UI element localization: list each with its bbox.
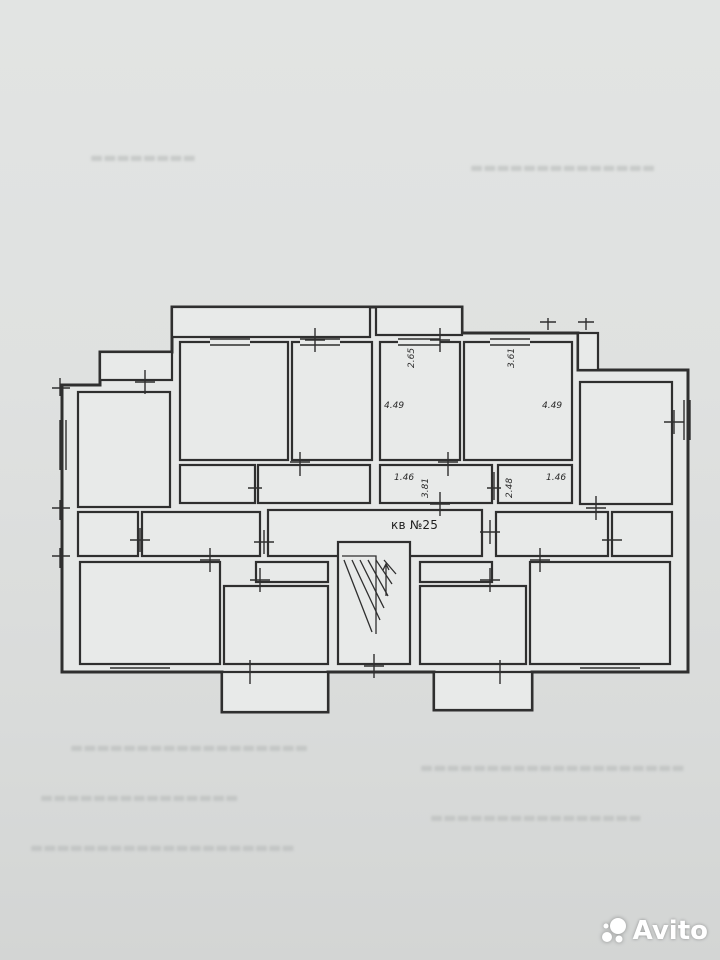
background-bleed-text: ▬▬▬▬▬▬▬▬▬▬▬▬▬▬▬▬▬▬: [70, 740, 309, 756]
background-bleed-text: ▬▬▬▬▬▬▬▬▬▬▬▬▬▬: [470, 160, 656, 176]
room: [256, 463, 372, 505]
openings: [52, 318, 691, 684]
balcony: [576, 331, 600, 372]
background-bleed-text: ▬▬▬▬▬▬▬▬: [90, 150, 196, 166]
room: [254, 560, 330, 584]
loggia: [220, 670, 330, 714]
room: [78, 560, 222, 666]
stairwell: [336, 540, 412, 666]
background-bleed-text: ▬▬▬▬▬▬▬▬▬▬▬▬▬▬▬▬: [430, 810, 642, 826]
room: [178, 340, 290, 462]
loggia: [374, 305, 464, 337]
room: [76, 510, 140, 558]
room: [178, 463, 257, 505]
watermark-text: Avito: [632, 916, 708, 946]
room: [76, 390, 172, 509]
dimension-label: 4.49: [542, 401, 563, 411]
background-bleed-text: ▬▬▬▬▬▬▬▬▬▬▬▬▬▬▬▬▬▬▬▬: [420, 760, 685, 776]
avito-watermark: Avito: [599, 916, 708, 946]
dimension-label: 1.46: [546, 473, 567, 483]
dimension-label: 3.61: [507, 347, 517, 368]
avito-dots-icon: [601, 918, 626, 943]
room: [378, 463, 494, 505]
room: [610, 510, 674, 558]
room: [140, 510, 262, 558]
room: [222, 584, 330, 666]
room: [418, 584, 528, 666]
loggia: [432, 670, 534, 712]
stair-steps: [342, 555, 397, 634]
dimension-label: 4.49: [384, 401, 405, 411]
room: [578, 380, 674, 506]
dimension-label: 1.46: [394, 473, 415, 483]
dimension-label: 2.48: [505, 477, 515, 498]
room: [290, 340, 374, 462]
room: [462, 340, 574, 462]
room: [496, 463, 574, 505]
room: [494, 510, 610, 558]
balcony: [98, 350, 174, 382]
room: [418, 560, 494, 584]
background-bleed-text: ▬▬▬▬▬▬▬▬▬▬▬▬▬▬▬▬▬▬▬▬: [30, 840, 295, 856]
background-bleed-text: ▬▬▬▬▬▬▬▬▬▬▬▬▬▬▬: [40, 790, 239, 806]
apartment-label: кв №25: [391, 518, 439, 532]
room: [528, 560, 672, 666]
walls: [60, 305, 690, 714]
dimension-label: 3.81: [421, 477, 431, 498]
dimension-label: 2.65: [407, 347, 417, 368]
loggia: [170, 305, 372, 339]
